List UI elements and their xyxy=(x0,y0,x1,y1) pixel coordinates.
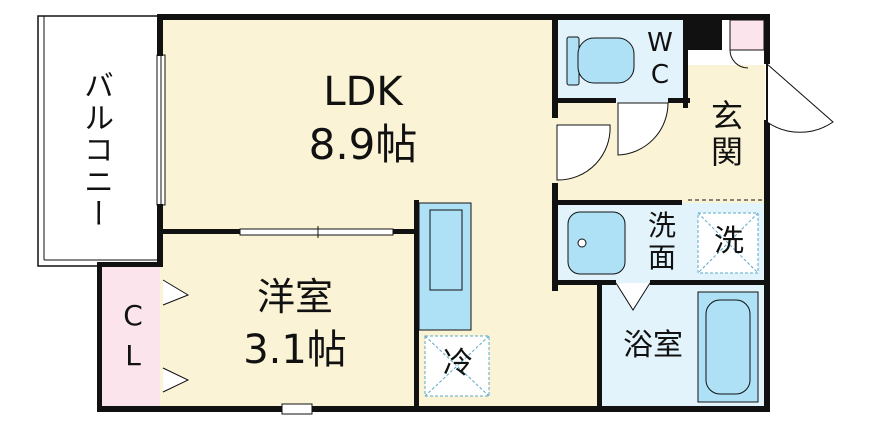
closet-line1: C xyxy=(123,299,143,332)
bath-door xyxy=(615,282,651,311)
walls xyxy=(97,14,770,412)
washbasin xyxy=(567,211,626,275)
fridge-label: 冷 xyxy=(443,346,473,381)
entrance-floor xyxy=(685,65,765,203)
washer-label: 洗 xyxy=(714,224,744,259)
toilet-label: W C xyxy=(640,30,680,88)
kitchen-sink xyxy=(429,209,463,291)
entrance-line1: 玄 xyxy=(710,97,743,135)
closet-door xyxy=(162,279,190,306)
bathroom-label: 浴室 xyxy=(623,328,683,363)
western-room-size-label: 3.1帖 xyxy=(243,327,347,373)
shoe-cabinet xyxy=(729,19,765,51)
entrance-label: 玄 関 xyxy=(705,100,749,168)
ldk-label: LDK xyxy=(268,72,458,112)
toilet-tank xyxy=(566,36,580,86)
sliding-door xyxy=(239,228,394,236)
closet-floor xyxy=(100,265,160,408)
closet-label: C L xyxy=(115,302,151,370)
entrance-line2: 関 xyxy=(710,133,743,171)
western-room-label: 洋室 xyxy=(256,275,333,319)
washroom-line1: 洗 xyxy=(647,209,676,242)
western-room-floor xyxy=(160,232,417,408)
washroom-line2: 面 xyxy=(647,241,676,274)
inner-door-swing xyxy=(556,124,611,181)
washroom-label: 洗 面 xyxy=(640,212,684,272)
ldk-name: LDK xyxy=(323,69,403,115)
toilet-bowl xyxy=(577,37,635,84)
closet-door-2 xyxy=(162,367,190,393)
bottom-window xyxy=(281,403,313,415)
hall-door-swing xyxy=(617,102,669,156)
closet-line2: L xyxy=(125,339,141,372)
toilet-line1: W xyxy=(647,28,673,58)
fridge-space xyxy=(424,335,490,397)
entrance-door-swing xyxy=(766,62,834,133)
ldk-floor xyxy=(160,18,557,232)
toilet-line2: C xyxy=(650,60,670,90)
balcony-label: バルコニー xyxy=(78,70,113,230)
ldk-size-label: 8.9帖 xyxy=(308,120,418,169)
